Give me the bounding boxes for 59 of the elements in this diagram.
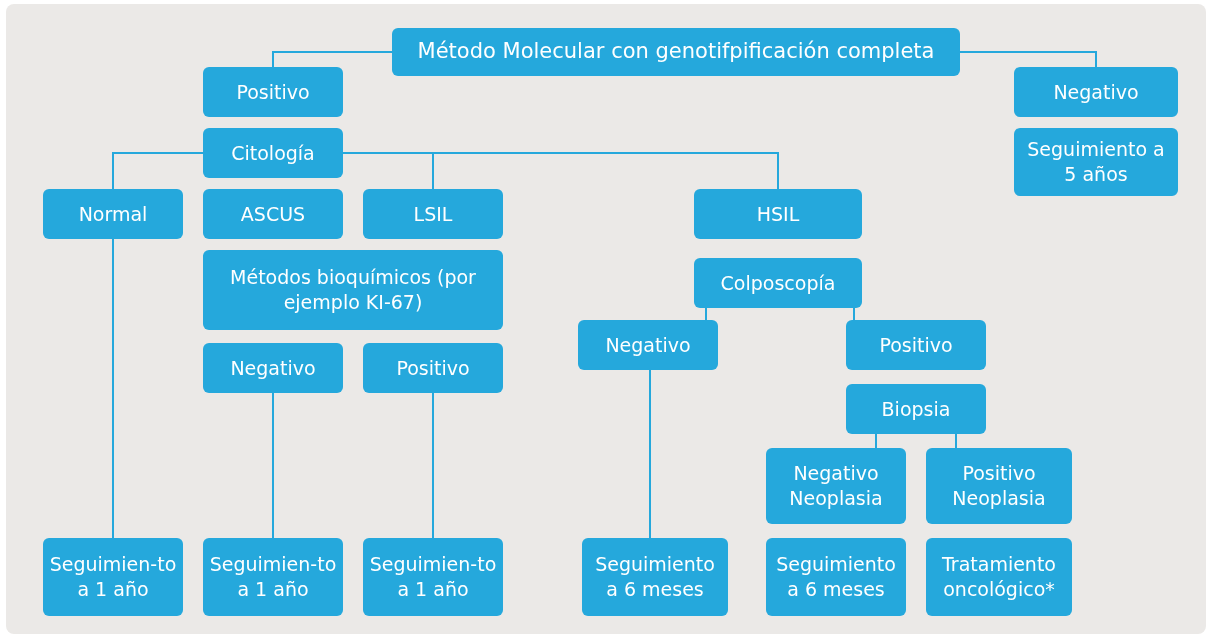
connector-line <box>649 369 651 539</box>
process-box <box>43 538 183 616</box>
process-box <box>694 189 862 239</box>
process-box <box>578 320 718 370</box>
connector-line <box>112 152 204 190</box>
box-label: Negativo <box>1053 79 1139 105</box>
process-box <box>203 538 343 616</box>
box-label: Seguimiento a 5 años <box>1026 137 1166 187</box>
process-box <box>203 250 503 330</box>
box-label: Positivo Neoplasia <box>951 461 1047 511</box>
box-label: Citología <box>231 140 315 166</box>
box-label: Tratamiento oncológico* <box>941 552 1057 602</box>
process-box <box>203 67 343 117</box>
connector-line <box>955 433 957 449</box>
connector-line <box>112 238 114 539</box>
box-label: Métodos bioquímicos (por ejemplo KI-67) <box>229 265 477 315</box>
box-label: Biopsia <box>881 396 951 422</box>
box-label: LSIL <box>413 201 453 227</box>
process-box <box>43 189 183 239</box>
box-label: Seguimien-to a 1 año <box>369 552 497 602</box>
box-label: Colposcopía <box>720 270 836 296</box>
process-box <box>1014 67 1178 117</box>
process-box <box>766 538 906 616</box>
process-box <box>203 189 343 239</box>
process-box <box>363 538 503 616</box>
box-label: Método Molecular con genotifpificación completa <box>417 38 935 66</box>
box-label: ASCUS <box>240 201 306 227</box>
connector-line <box>272 51 393 68</box>
connector-line <box>705 307 707 321</box>
process-box <box>582 538 728 616</box>
box-label: Seguimiento a 6 meses <box>775 552 897 602</box>
process-box <box>846 384 986 434</box>
box-label: Negativo <box>605 332 691 358</box>
box-label: Positivo <box>396 355 470 381</box>
box-label: Positivo <box>236 79 310 105</box>
process-box <box>694 258 862 308</box>
process-box <box>363 343 503 393</box>
process-box <box>392 28 960 76</box>
process-box <box>926 448 1072 524</box>
process-box <box>363 189 503 239</box>
box-label: Negativo <box>230 355 316 381</box>
process-box <box>1014 128 1178 196</box>
box-label: Seguimien-to a 1 año <box>209 552 337 602</box>
process-box <box>766 448 906 524</box>
box-label: Positivo <box>879 332 953 358</box>
process-box <box>203 343 343 393</box>
connector-line <box>853 307 855 321</box>
box-label: Negativo Neoplasia <box>788 461 884 511</box>
box-label: HSIL <box>756 201 800 227</box>
connector-line <box>432 392 434 539</box>
box-label: Seguimiento a 6 meses <box>594 552 716 602</box>
connector-line <box>875 433 877 449</box>
box-label: Normal <box>78 201 148 227</box>
process-box <box>846 320 986 370</box>
connector-line <box>272 392 274 539</box>
process-box <box>926 538 1072 616</box>
box-label: Seguimien-to a 1 año <box>49 552 177 602</box>
process-box <box>203 128 343 178</box>
connector-line <box>959 51 1097 68</box>
